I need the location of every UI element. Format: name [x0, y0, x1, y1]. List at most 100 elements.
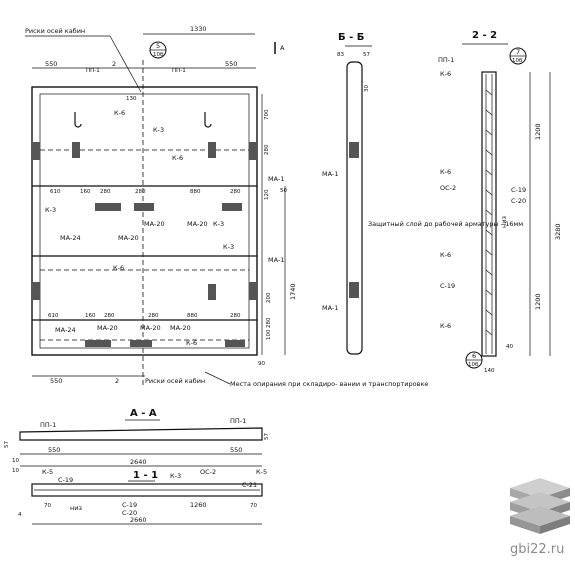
section-bb: Б - Б 83 57 30 МА-1 МА-1 — [322, 32, 372, 355]
dim-40: 40 — [506, 344, 513, 350]
mark-ma20-4: МА-20 — [97, 324, 118, 332]
callout-7-sub: 10б — [512, 58, 523, 64]
label-risk-bottom: Риски осей кабин — [145, 377, 205, 385]
dim-90: 90 — [258, 361, 265, 367]
mark-ma1-bb1: МА-1 — [322, 170, 339, 178]
section-aa-title: А - А — [130, 408, 157, 419]
dim-200-v: 200 — [266, 292, 272, 303]
mark-k6-22a: К-6 — [440, 70, 451, 78]
mark-s19-22a: С-19 — [511, 186, 526, 194]
mark-pp1-aa-left: ПП-1 — [40, 421, 56, 429]
callout-5-sub: 10б — [153, 52, 164, 58]
dim-1260: 1260 — [190, 501, 207, 509]
dim-70-left: 70 — [44, 503, 51, 509]
dim-10-aa: 10 — [12, 458, 19, 464]
dim-280-6: 280 — [230, 313, 241, 319]
label-risk-top: Риски осей кабин — [25, 27, 85, 35]
callout-6-sub: 10б — [468, 362, 479, 368]
mark-ma1-right2: МА-1 — [268, 256, 285, 264]
dim-57: 57 — [363, 52, 370, 58]
callout-5-top: 5 — [156, 42, 160, 50]
mark-k6-top: К-6 — [114, 109, 125, 117]
section-22: 2 - 2 7 10б 6 10б ПП-1 К-6 К-6 ОС-2 К-6 … — [368, 30, 562, 374]
dim-57-aa-right: 57 — [264, 433, 270, 440]
callout-6-top: 6 — [472, 352, 476, 360]
mark-s19-22b: С-19 — [440, 282, 455, 290]
mark-k6-bottom: К-6 — [186, 339, 197, 347]
dim-280-v1: 280 — [264, 144, 270, 155]
mark-k3-11: К-3 — [170, 472, 181, 480]
mark-k3-right: К-3 — [213, 220, 224, 228]
mark-ma24-1: МА-24 — [60, 234, 81, 242]
dim-4: 4 — [18, 512, 22, 518]
mark-k5-right: К-5 — [256, 468, 267, 476]
label-zashch: Защитный слой до рабочей арматуры - 16мм — [368, 220, 523, 228]
section-22-title: 2 - 2 — [472, 30, 497, 41]
dim-70-right: 70 — [250, 503, 257, 509]
mark-s20-11: С-20 — [122, 509, 137, 517]
mark-niz-22: низ — [500, 216, 508, 228]
callout-7-top: 7 — [516, 48, 520, 56]
dim-30-bb: 30 — [364, 85, 370, 92]
dim-3280: 3280 — [554, 223, 562, 240]
dim-280-5: 280 — [148, 313, 159, 319]
dim-120-v: 120 — [264, 189, 270, 200]
dim-57-aa: 57 — [4, 441, 10, 448]
mark-oc2: ОС-2 — [440, 184, 456, 192]
mark-niz-11: низ — [70, 504, 82, 512]
mark-pp1-right: ПП-1 — [172, 68, 186, 74]
dim-550-left: 550 — [45, 60, 57, 68]
mark-k6-22b: К-6 — [440, 168, 451, 176]
dim-140: 140 — [484, 368, 495, 374]
mark-k6-lower: К-6 — [113, 264, 124, 272]
mark-s21: С-21 — [242, 481, 257, 489]
dim-2660: 2660 — [130, 516, 147, 524]
dim-1330: 1330 — [190, 25, 207, 33]
slab-inner-line — [39, 93, 250, 349]
mark-k6-22c: К-6 — [440, 251, 451, 259]
mark-ma24-2: МА-24 — [55, 326, 76, 334]
section-bb-title: Б - Б — [338, 32, 364, 43]
dim-130: 130 — [126, 96, 137, 102]
plan-view: 1330 550 550 ПП-1 ПП-1 2 130 Риски осей … — [25, 25, 428, 388]
dim-550-right: 550 — [225, 60, 237, 68]
dim-550-bottom: 550 — [50, 377, 62, 385]
mark-s19-11b: С-19 — [122, 501, 137, 509]
mark-pp1-aa-right: ПП-1 — [230, 417, 246, 425]
dim-280-3: 280 — [230, 189, 241, 195]
mark-s19-11: С-19 — [58, 476, 73, 484]
dim-280-v2: 280 — [266, 317, 272, 328]
dim-700: 700 — [264, 109, 270, 120]
mark-k3-top: К-3 — [153, 126, 164, 134]
dim-1740: 1740 — [289, 283, 297, 300]
mark-ma1-bb2: МА-1 — [322, 304, 339, 312]
dim-1200-b: 1200 — [534, 293, 542, 310]
label-mesta: Места опирания при складиро- вании и тра… — [230, 380, 428, 388]
dim-2640: 2640 — [130, 458, 147, 466]
watermark-logo — [510, 478, 570, 534]
mark-ma20-6: МА-20 — [170, 324, 191, 332]
mark-k3-right2: К-3 — [223, 243, 234, 251]
section-11-profile — [31, 483, 263, 497]
section-22-profile — [481, 71, 497, 357]
section-a-marker: А — [280, 44, 285, 52]
mark-oc2-11: ОС-2 — [200, 468, 216, 476]
dim-1200-a: 1200 — [534, 123, 542, 140]
dim-880-2: 880 — [187, 313, 198, 319]
dim-160-2: 160 — [85, 313, 96, 319]
dim-550-aa-left: 550 — [48, 446, 60, 454]
mark-k6-mid: К-6 — [172, 154, 183, 162]
section-aa: А - А ПП-1 ПП-1 57 550 550 57 2640 10 10 — [4, 408, 270, 474]
mark-k3-left: К-3 — [45, 206, 56, 214]
section-2-top: 2 — [112, 60, 116, 68]
mark-pp1-left: ПП-1 — [86, 68, 100, 74]
dim-610-1: 610 — [50, 189, 61, 195]
section-bb-profile — [346, 61, 363, 355]
dim-10-aa2: 10 — [12, 468, 19, 474]
mark-pp1-22: ПП-1 — [438, 56, 454, 64]
section-2-bottom: 2 — [115, 377, 119, 385]
dim-280-2: 280 — [135, 189, 146, 195]
dim-50-v: 50 — [280, 188, 287, 194]
dim-280-1: 280 — [100, 189, 111, 195]
